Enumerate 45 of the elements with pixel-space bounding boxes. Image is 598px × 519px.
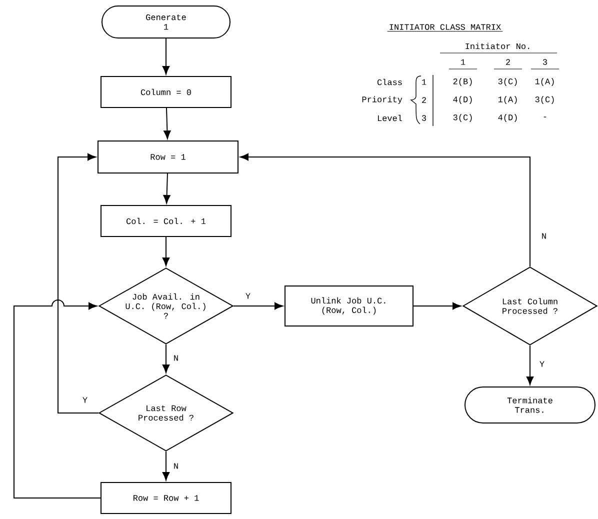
process-box: Column = 0 <box>100 76 232 108</box>
arrow <box>413 302 462 310</box>
arrow <box>14 300 101 498</box>
arrow <box>162 451 170 481</box>
table-cell: 4(D) <box>453 96 472 104</box>
arrow <box>162 38 170 75</box>
edge-label: Y <box>538 360 546 368</box>
row-number: 2 <box>422 97 426 103</box>
arrow <box>164 108 171 140</box>
arrow <box>526 345 534 386</box>
row-label: Class <box>377 78 402 86</box>
terminal-box: Terminate Trans. <box>464 386 596 424</box>
column-header: Initiator No. <box>466 42 530 50</box>
table-cell: 1(A) <box>498 96 517 104</box>
edge-label: N <box>172 462 180 470</box>
row-number: 1 <box>422 79 426 85</box>
arrow <box>58 153 99 414</box>
process-box: Row = 1 <box>98 140 238 174</box>
arrow <box>163 173 170 204</box>
column-number: 1 <box>461 59 466 65</box>
terminal-box: Generate 1 <box>102 6 230 38</box>
table-cell: 2(B) <box>453 78 472 86</box>
arrow <box>240 153 530 267</box>
table-cell: 4(D) <box>498 114 517 122</box>
table-cell: 3(C) <box>498 78 517 86</box>
arrow <box>162 344 170 374</box>
row-label: Level <box>378 114 402 122</box>
arrow <box>233 302 284 310</box>
table-cell: 1(A) <box>535 78 554 86</box>
table-title: INITIATOR CLASS MATRIX <box>390 24 501 30</box>
table-cell: - <box>544 116 546 118</box>
table-cell: 3(C) <box>535 96 554 104</box>
edge-label: N <box>540 232 548 240</box>
arrow <box>162 236 170 266</box>
column-number: 2 <box>506 59 510 65</box>
edge-label: Y <box>244 292 252 300</box>
column-number: 3 <box>542 59 547 65</box>
process-box: Unlink Job U.C. (Row, Col.) <box>284 286 414 326</box>
process-box: Row = Row + 1 <box>100 482 232 514</box>
edge-label: N <box>172 354 180 362</box>
table-cell: 3(C) <box>453 114 472 122</box>
process-box: Col. = Col. + 1 <box>100 205 232 237</box>
row-number: 3 <box>422 115 426 121</box>
row-label: Priority <box>362 96 402 104</box>
edge-label: Y <box>81 396 89 404</box>
